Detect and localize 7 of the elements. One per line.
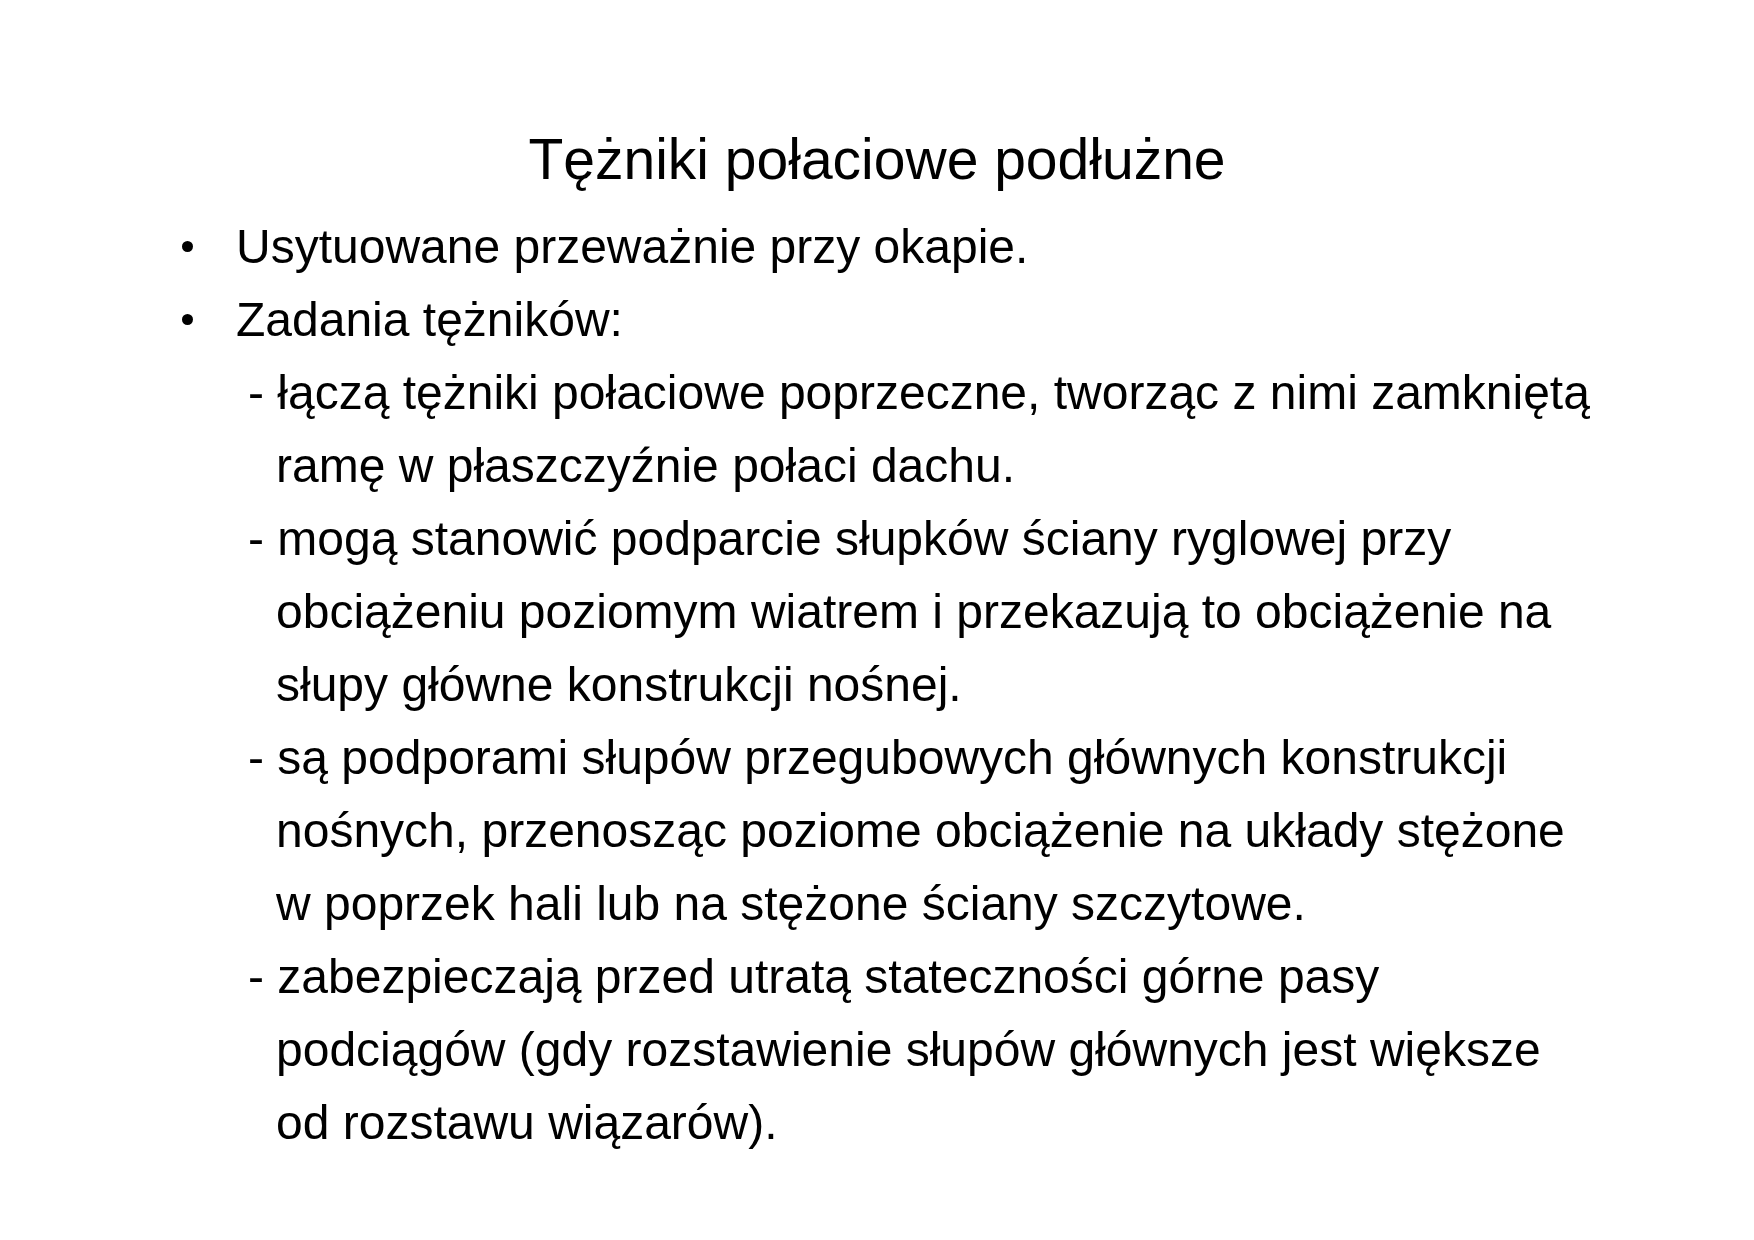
list-item-text: - są podporami słupów przegubowych głównych konstrukcji nośnych, przenosząc poziome obciążenie na układy stężone w poprzek hali lub na stężone ściany szczytowe. bbox=[248, 730, 1566, 932]
slide-title: Tężniki połaciowe podłużne bbox=[527, 126, 1227, 193]
list-item-text: - mogą stanowić podparcie słupków ściany ryglowej przy obciążeniu poziomym wiatrem i przekazują to obciążenie na słupy główne konstrukcji nośnej. bbox=[248, 511, 1553, 713]
bullet-text: Usytuowane przeważnie przy okapie. bbox=[236, 219, 1030, 275]
list-item-text: - łączą tężniki połaciowe poprzeczne, tworząc z nimi zamkniętą ramę w płaszczyźnie połaci dachu. bbox=[248, 365, 1591, 494]
list-item-text: - zabezpieczają przed utratą stateczności górne pasy podciągów (gdy rozstawienie słupów głównych jest większe od rozstawu wiązarów). bbox=[248, 949, 1542, 1151]
bullet-text: Zadania tężników: bbox=[236, 292, 624, 348]
